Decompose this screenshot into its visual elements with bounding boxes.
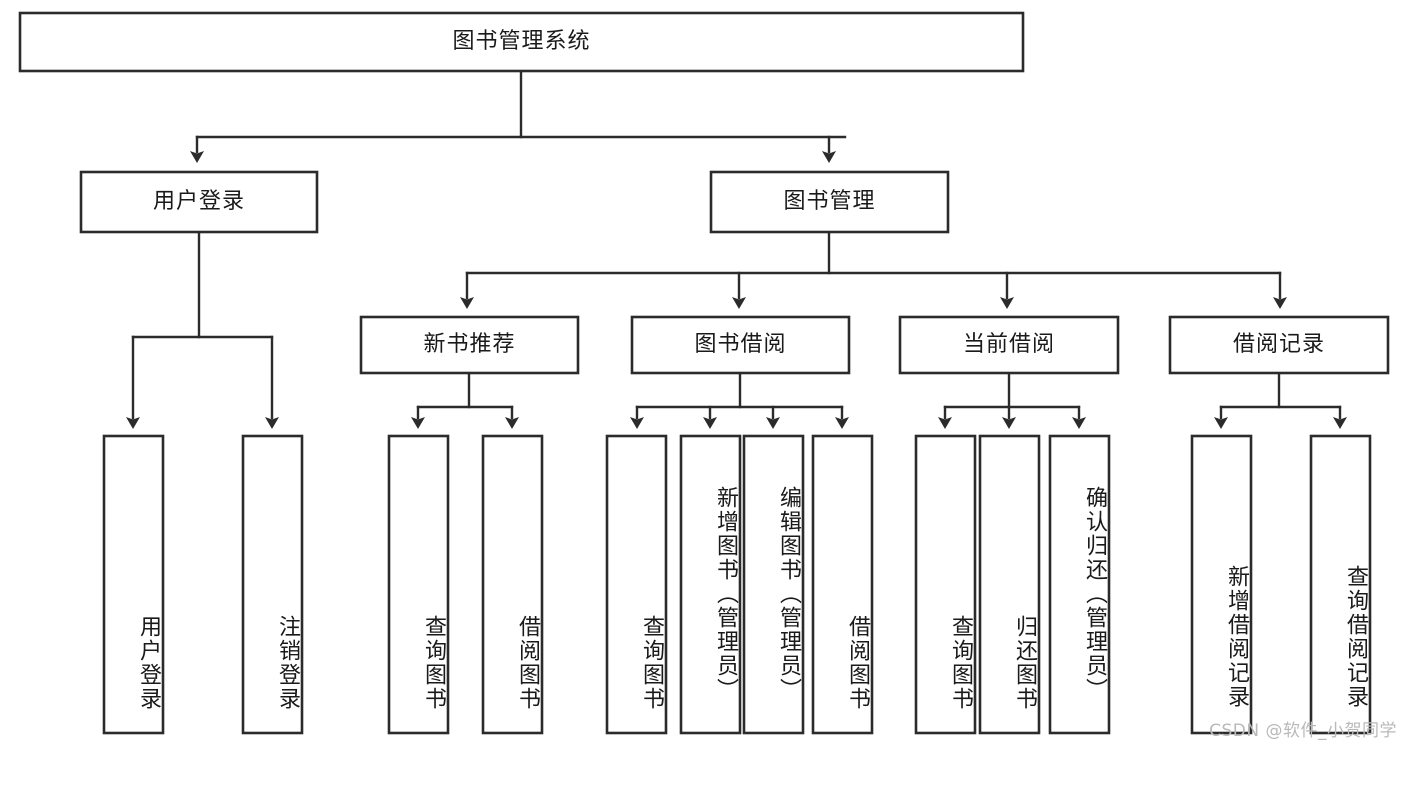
- connector-currentborrow-to-leaves: [938, 371, 1086, 429]
- leaf-new-book-0[interactable]: [387, 434, 450, 735]
- leaf-current-borrow-1[interactable]: [978, 434, 1041, 735]
- leaf-borrow-record-0[interactable]: [1190, 434, 1253, 735]
- diagram-svg: [18, 11, 1390, 735]
- connector-bookborrow-to-leaves: [630, 371, 849, 429]
- connector-root-to-level2: [190, 69, 847, 163]
- connector-userlogin-to-leaves: [126, 230, 279, 429]
- leaf-new-book-1[interactable]: [481, 434, 544, 735]
- leaf-current-borrow-2[interactable]: [1048, 434, 1111, 735]
- diagram-canvas: 图书管理系统 用户登录 图书管理 新书推荐 图书借阅 当前借阅 借阅记录 用户登…: [18, 11, 1397, 741]
- leaf-book-borrow-3[interactable]: [811, 434, 874, 735]
- connector-bookmgmt-to-level3: [460, 230, 1287, 309]
- node-book-management[interactable]: [709, 170, 950, 234]
- node-new-book-recommend[interactable]: [359, 315, 580, 375]
- node-user-login[interactable]: [79, 170, 319, 234]
- connector-newbook-to-leaves: [411, 371, 519, 429]
- leaf-borrow-record-1[interactable]: [1309, 434, 1372, 735]
- node-current-borrow[interactable]: [898, 315, 1120, 375]
- leaf-current-borrow-0[interactable]: [914, 434, 977, 735]
- leaf-book-borrow-2[interactable]: [742, 434, 805, 735]
- leaf-book-borrow-0[interactable]: [605, 434, 668, 735]
- leaf-user-login-1[interactable]: [241, 434, 304, 735]
- leaf-user-login-0[interactable]: [102, 434, 165, 735]
- node-book-borrow[interactable]: [630, 315, 851, 375]
- node-borrow-record[interactable]: [1168, 315, 1390, 375]
- node-root[interactable]: [18, 11, 1025, 73]
- connector-borrowrecord-to-leaves: [1214, 371, 1347, 429]
- leaf-book-borrow-1[interactable]: [679, 434, 742, 735]
